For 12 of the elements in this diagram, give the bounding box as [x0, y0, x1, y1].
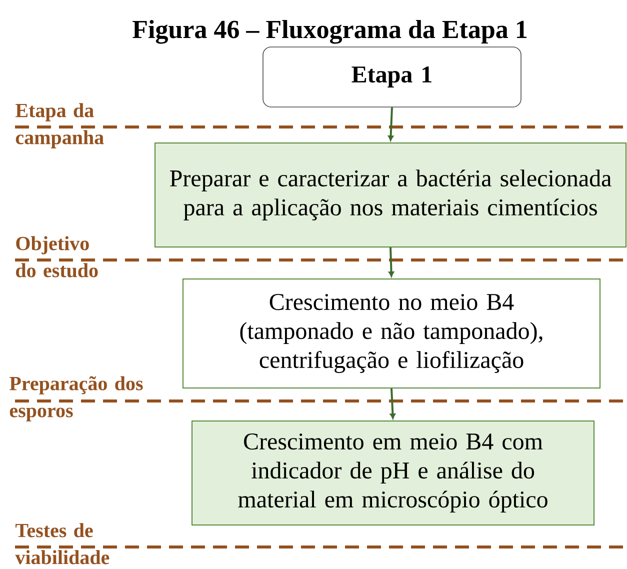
arrow	[390, 388, 396, 419]
stage-label: Objetivo do estudo	[16, 236, 98, 278]
process-box: Crescimento no meio B4 (tamponado e não tamponado), centrifugação e liofilização	[182, 278, 600, 388]
arrow	[388, 107, 394, 141]
stage-label: Etapa da campanha	[16, 103, 104, 148]
process-box: Preparar e caracterizar a bactéria selecionada para a aplicação nos materiais cimentícios	[154, 142, 626, 248]
figure-title: Figura 46 – Fluxograma da Etapa 1	[132, 20, 527, 44]
arrow	[388, 247, 394, 277]
start-box: Etapa 1	[262, 46, 522, 108]
stage-label: Preparação dos esporos	[10, 376, 143, 422]
process-box: Crescimento em meio B4 com indicador de pH e análise do material em microscópio óptico	[192, 420, 594, 526]
stage-label: Testes de viabilidade	[15, 523, 110, 564]
